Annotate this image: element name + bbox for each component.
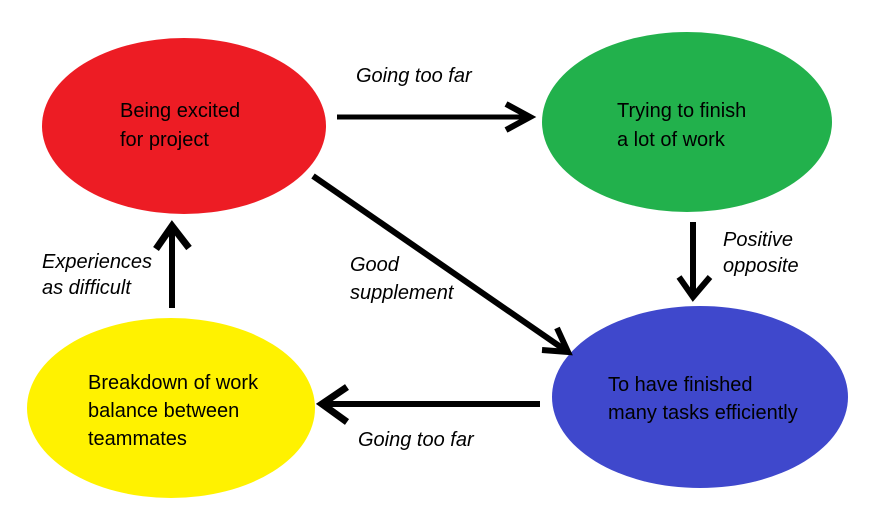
node-work-breakdown-label-line3: teammates xyxy=(88,428,187,450)
edge-trying-to-finished-label-line2: opposite xyxy=(723,255,799,277)
edge-excited-to-finished-label-line2: supplement xyxy=(350,282,455,304)
node-finished-tasks-label-line2: many tasks efficiently xyxy=(608,402,798,424)
edge-excited-to-finished-arrowhead-icon xyxy=(541,326,573,356)
node-finished-tasks-ellipse xyxy=(552,306,848,488)
node-being-excited: Being excited for project xyxy=(42,38,326,214)
node-being-excited-label-line1: Being excited xyxy=(120,100,240,122)
edge-finished-to-breakdown-label: Going too far xyxy=(358,429,475,451)
edge-excited-to-finished-line xyxy=(311,173,567,353)
edge-excited-to-trying-label: Going too far xyxy=(356,65,473,87)
node-work-breakdown-label-line2: balance between xyxy=(88,400,239,422)
node-trying-to-finish-label-line1: Trying to finish xyxy=(617,100,746,122)
edge-breakdown-to-excited-arrowhead-icon xyxy=(153,220,192,251)
node-work-breakdown-ellipse xyxy=(27,318,315,498)
node-work-breakdown: Breakdown of work balance between teamma… xyxy=(27,318,315,498)
edge-trying-to-finished-label-line1: Positive xyxy=(723,229,793,251)
node-trying-to-finish-label-line2: a lot of work xyxy=(617,129,726,151)
edge-excited-to-trying: Going too far xyxy=(337,65,537,133)
edge-excited-to-finished: Good supplement xyxy=(311,173,573,356)
node-being-excited-label-line2: for project xyxy=(120,129,209,151)
edge-excited-to-finished-label-line1: Good xyxy=(350,254,400,276)
edge-excited-to-trying-arrowhead-icon xyxy=(504,101,537,133)
node-trying-to-finish-ellipse xyxy=(542,32,832,212)
node-being-excited-ellipse xyxy=(42,38,326,214)
edge-trying-to-finished-arrowhead-icon xyxy=(676,275,713,302)
edge-breakdown-to-excited: Experiences as difficult xyxy=(42,220,192,308)
node-finished-tasks: To have finished many tasks efficiently xyxy=(552,306,848,488)
edge-breakdown-to-excited-label-line1: Experiences xyxy=(42,251,152,273)
edge-finished-to-breakdown: Going too far xyxy=(315,384,540,451)
node-trying-to-finish: Trying to finish a lot of work xyxy=(542,32,832,212)
edge-trying-to-finished: Positive opposite xyxy=(676,222,799,302)
edge-finished-to-breakdown-arrowhead-icon xyxy=(315,384,350,425)
edge-breakdown-to-excited-label-line2: as difficult xyxy=(42,277,132,299)
node-work-breakdown-label-line1: Breakdown of work xyxy=(88,372,259,394)
node-finished-tasks-label-line1: To have finished xyxy=(608,374,753,396)
